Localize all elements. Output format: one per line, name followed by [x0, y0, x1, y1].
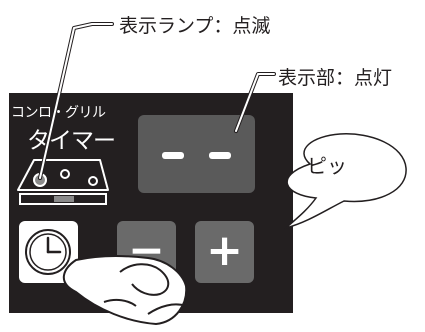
clock-icon: [25, 229, 71, 275]
panel-heading-timer: タイマー: [27, 128, 116, 154]
stove-lamp-icon: [17, 159, 109, 205]
display-segment-left: [162, 152, 184, 159]
lamp-leader-line: [38, 22, 114, 180]
speech-bubble-text: ピッ: [307, 154, 347, 178]
lamp-callout-label: 表示ランプ：点滅: [119, 15, 271, 37]
panel-heading-small: コンロ・グリル: [11, 105, 106, 121]
plus-button[interactable]: +: [195, 221, 254, 283]
pressing-hand-icon: [63, 255, 188, 326]
plus-label: +: [206, 225, 243, 276]
display-callout-label: 表示部：点灯: [278, 67, 393, 89]
display-segment-right: [209, 152, 231, 159]
timer-button[interactable]: [19, 221, 78, 283]
speech-bubble: [283, 133, 407, 230]
